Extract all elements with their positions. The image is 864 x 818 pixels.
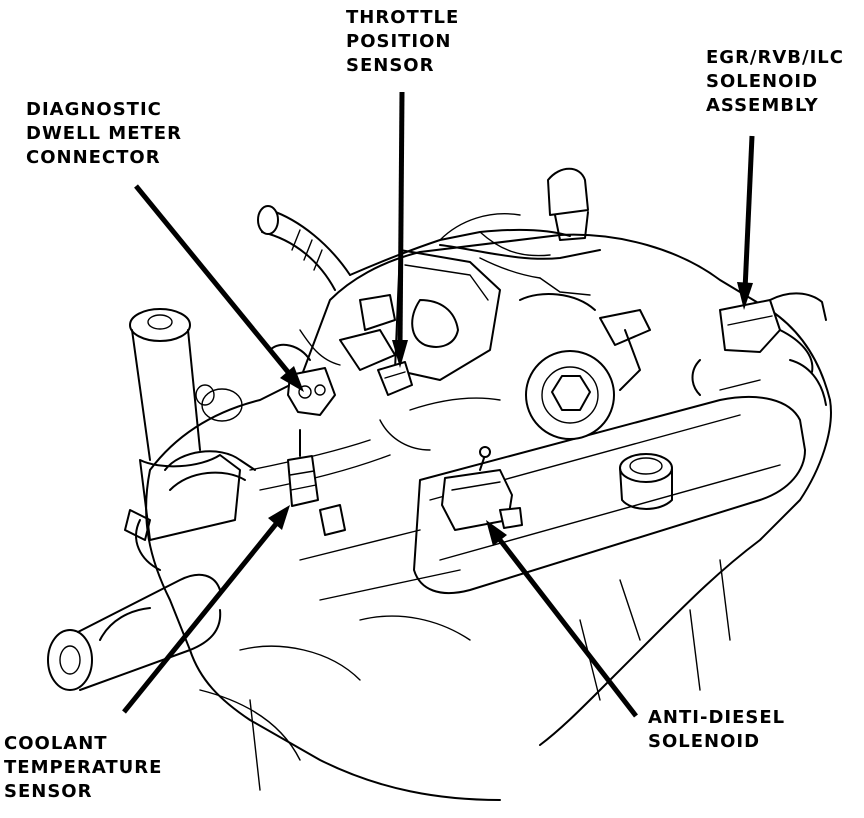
- coolant-sensor-part: [287, 429, 346, 536]
- label-line: SOLENOID: [648, 731, 761, 752]
- label-diagnostic-dwell-meter-connector: DIAGNOSTIC DWELL METER CONNECTOR: [26, 98, 182, 170]
- label-line: ASSEMBLY: [706, 95, 819, 116]
- diagnostic-connector-part: [269, 343, 336, 416]
- label-line: POSITION: [346, 31, 452, 52]
- label-anti-diesel-solenoid: ANTI-DIESEL SOLENOID: [648, 706, 785, 754]
- label-line: DWELL METER: [26, 123, 182, 144]
- label-line: DIAGNOSTIC: [26, 99, 162, 120]
- anti-diesel-solenoid-part: [441, 446, 523, 531]
- label-egr-solenoid-assembly: EGR/RVB/ILC SOLENOID ASSEMBLY: [706, 46, 844, 118]
- label-line: SENSOR: [346, 55, 435, 76]
- callout-arrows: [122, 91, 755, 718]
- label-line: CONNECTOR: [26, 147, 161, 168]
- label-throttle-position-sensor: THROTTLE POSITION SENSOR: [346, 6, 459, 78]
- label-line: SOLENOID: [706, 71, 819, 92]
- label-line: THROTTLE: [346, 7, 460, 28]
- intake-manifold: [249, 167, 651, 491]
- label-line: EGR/RVB/ILC: [706, 47, 844, 68]
- label-line: TEMPERATURE: [4, 757, 163, 778]
- label-line: COOLANT: [4, 733, 108, 754]
- throttle-sensor-part: [377, 361, 413, 396]
- label-line: ANTI-DIESEL: [648, 707, 786, 728]
- arrow-anti-diesel: [498, 538, 638, 718]
- arrow-egr: [742, 135, 755, 291]
- label-coolant-temperature-sensor: COOLANT TEMPERATURE SENSOR: [4, 732, 162, 804]
- egr-solenoid-part: [691, 292, 827, 406]
- arrow-coolant: [122, 522, 278, 714]
- arrow-diagnostic: [134, 184, 290, 374]
- arrow-throttle: [397, 91, 405, 349]
- water-pump-assembly: [47, 308, 256, 691]
- label-line: SENSOR: [4, 781, 93, 802]
